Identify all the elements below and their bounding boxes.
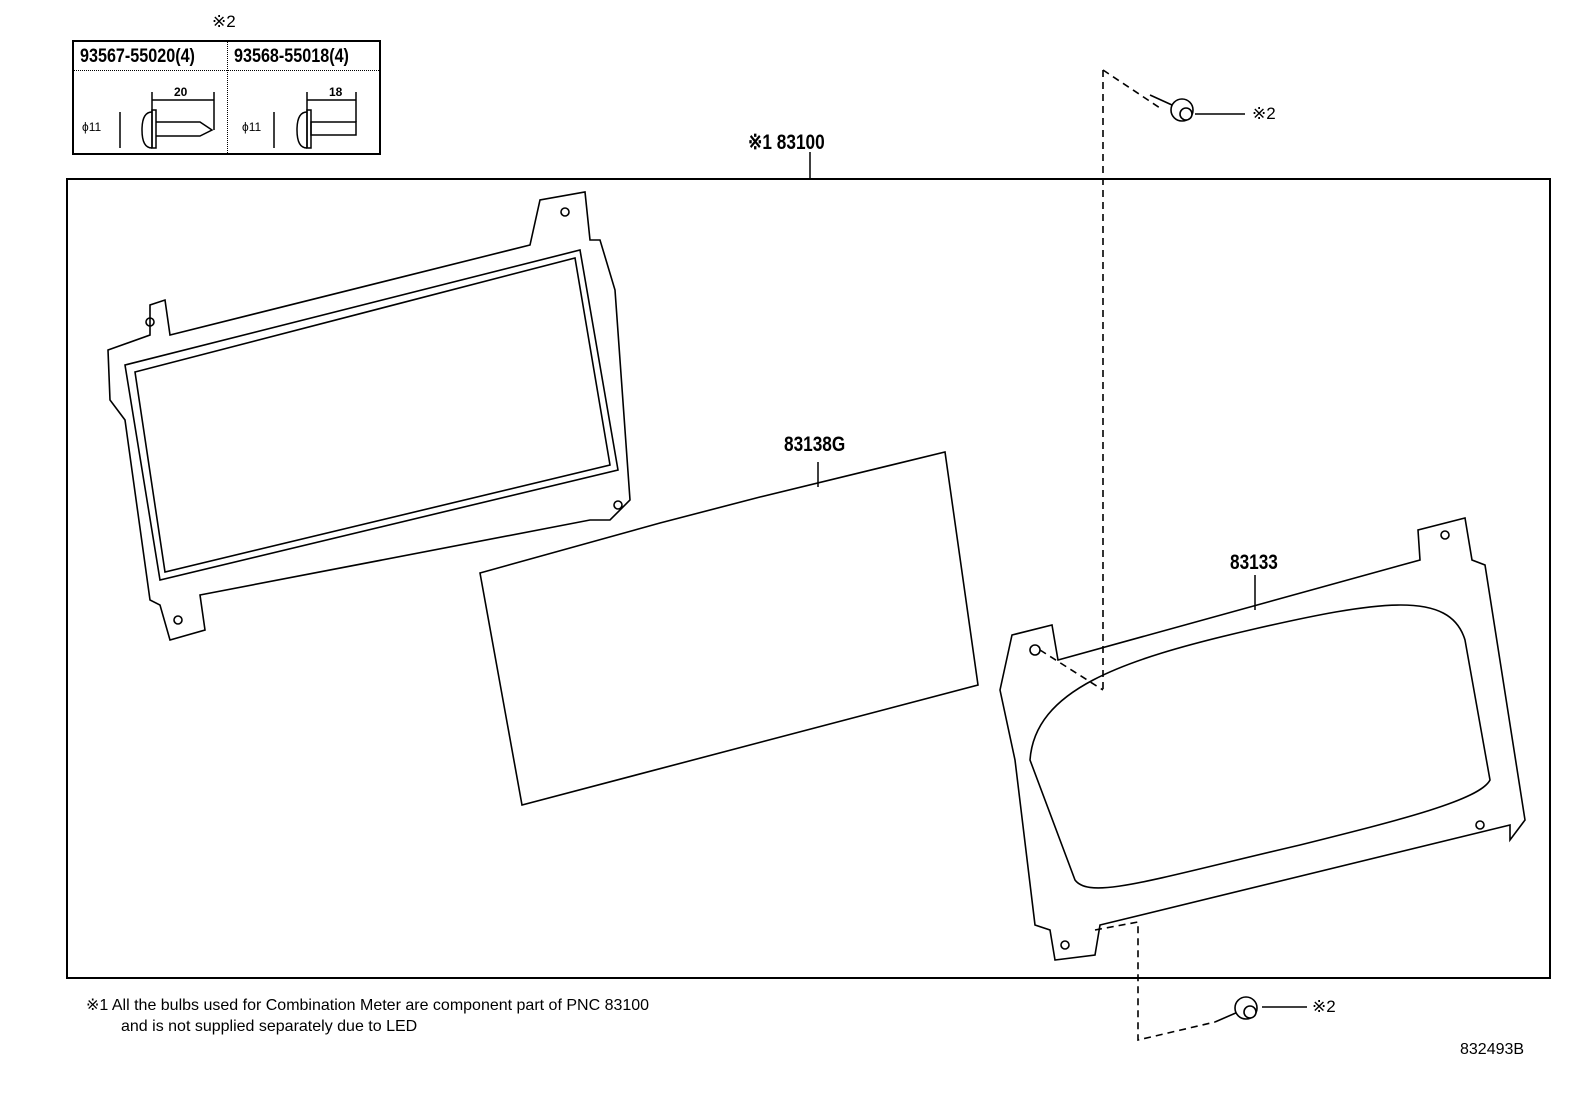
part-number-93568-55018[interactable]: 93568-55018(4) <box>234 46 349 67</box>
housing-part-83133 <box>999 517 1526 961</box>
callout-83138G[interactable]: 83138G <box>784 433 846 456</box>
callout-screw-bottom[interactable]: ※2 <box>1312 997 1336 1016</box>
callout-83133[interactable]: 83133 <box>1230 551 1278 574</box>
assembly-boundary <box>66 178 1551 979</box>
installation-lines <box>1039 69 1216 1042</box>
screw-bottom <box>1214 996 1307 1023</box>
callout-83100[interactable]: ※1 83100 <box>748 131 825 154</box>
screw-illustrations <box>119 92 357 149</box>
part-number-93567-55020[interactable]: 93567-55020(4) <box>80 46 195 67</box>
callout-screw-top[interactable]: ※2 <box>1252 104 1276 123</box>
footnote-line-2: and is not supplied separately due to LE… <box>121 1018 418 1035</box>
lens-part-83138G <box>479 451 979 806</box>
diameter-label: ϕ11 <box>82 120 102 134</box>
diameter-label: ϕ11 <box>242 120 262 134</box>
fastener-table: 93567-55020(4) 93568-55018(4) ϕ11 20 ϕ11… <box>72 40 381 155</box>
length-label: 20 <box>174 85 188 99</box>
illustration-id: 832493B <box>1460 1041 1525 1058</box>
footnote-line-1: ※1 All the bulbs used for Combination Me… <box>86 997 650 1014</box>
screw-top <box>1149 94 1245 122</box>
fastener-table-marker: ※2 <box>212 12 236 31</box>
meter-frame-part <box>107 191 631 641</box>
length-label: 18 <box>329 85 343 99</box>
